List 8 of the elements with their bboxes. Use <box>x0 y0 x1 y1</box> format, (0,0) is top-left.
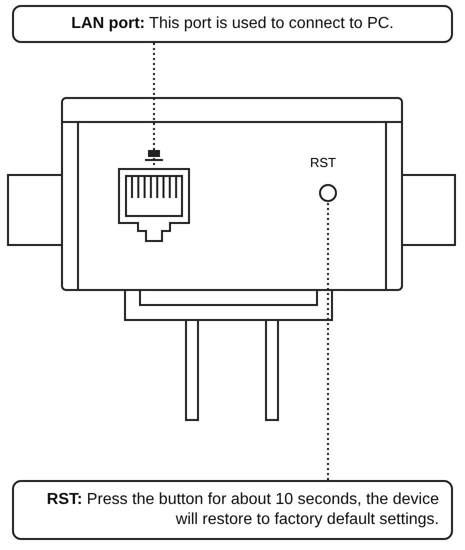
port-label: RST <box>310 155 336 170</box>
ethernet-port <box>118 168 190 242</box>
callout-text: LAN port: This port is used to connect to PC. <box>70 14 395 34</box>
leader-line <box>153 43 155 168</box>
callout-box <box>12 480 453 540</box>
callout-box <box>12 5 453 43</box>
leader-line <box>327 202 329 480</box>
callout-text: RST: Press the button for about 10 seconds, the device will restore to factory default settings. <box>46 490 439 530</box>
